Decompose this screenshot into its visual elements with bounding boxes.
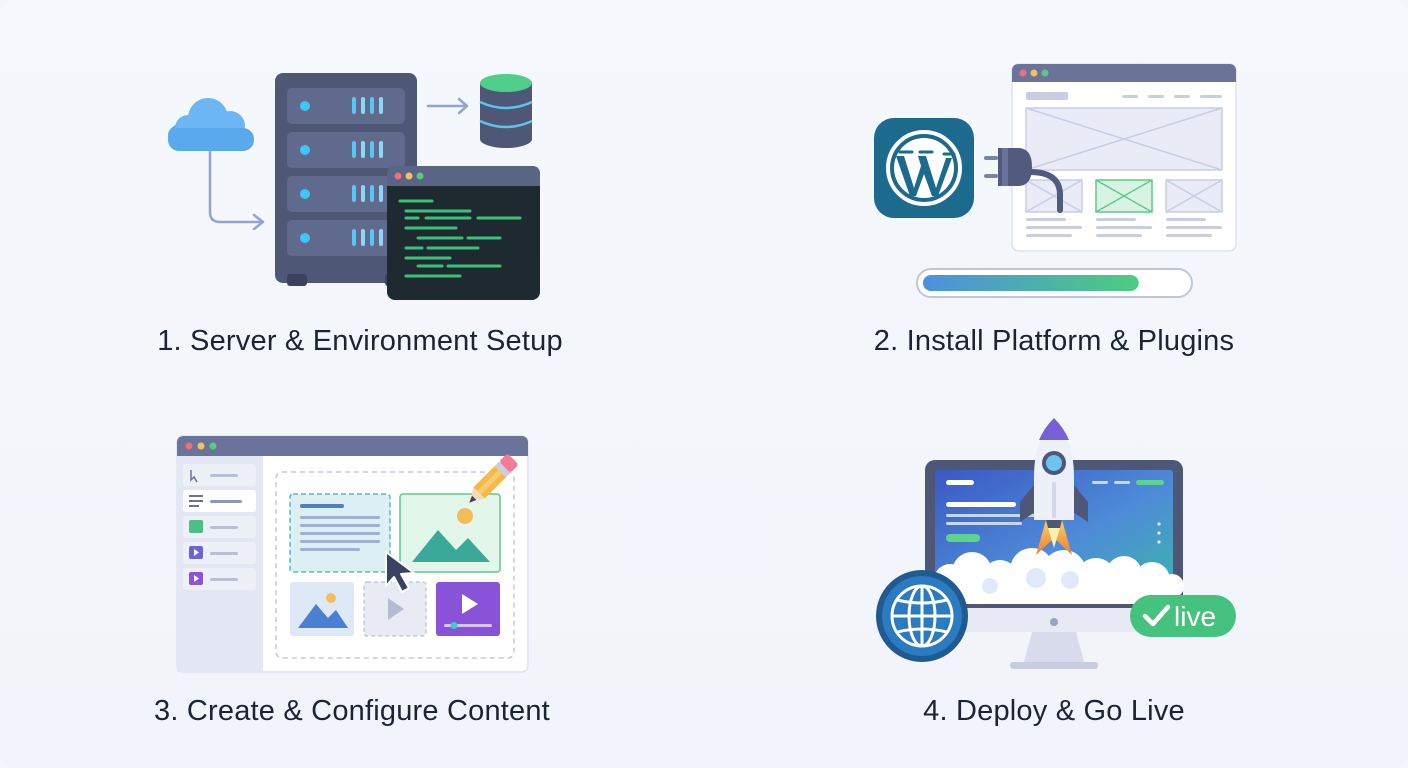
cloud-icon [168,98,254,151]
plug-icon [984,148,1063,213]
database-icon [479,74,533,148]
content-editor-illustration [176,435,529,673]
install-progress-fill [923,275,1139,291]
step-label: 3. Create & Configure Content [154,695,550,727]
globe-icon [876,570,968,662]
step-create-content: 3. Create & Configure Content [154,420,560,727]
step-label: 1. Server & Environment Setup [157,325,563,357]
website-window-icon [1011,63,1237,252]
live-status-badge: live [1130,595,1236,637]
step-label: 4. Deploy & Go Live [923,695,1185,727]
pencil-icon [469,454,518,503]
media-thumbnails [290,581,500,637]
wordpress-logo [874,118,974,218]
server-setup-illustration [168,73,540,300]
mouse-cursor-icon [385,551,415,593]
arrow-right-icon [426,97,469,115]
rocket-icon [1020,418,1088,555]
text-block [289,493,391,573]
install-platform-illustration [874,63,1237,298]
step-deploy-live: live 4. Deploy & Go Live [860,410,1260,727]
image-block [399,493,501,573]
deploy-live-illustration: live [876,418,1236,669]
connector-arrow-icon [208,150,265,231]
terminal-window-icon [387,166,540,300]
step-label: 2. Install Platform & Plugins [873,325,1235,357]
step-server-setup: 1. Server & Environment Setup [157,60,563,357]
install-progress-bar [916,268,1193,298]
check-icon [1142,604,1171,627]
editor-sidebar [183,464,256,590]
editor-window-icon [176,435,529,673]
live-badge-text: live [1174,601,1216,632]
step-install-platform: 2. Install Platform & Plugins [860,60,1260,357]
